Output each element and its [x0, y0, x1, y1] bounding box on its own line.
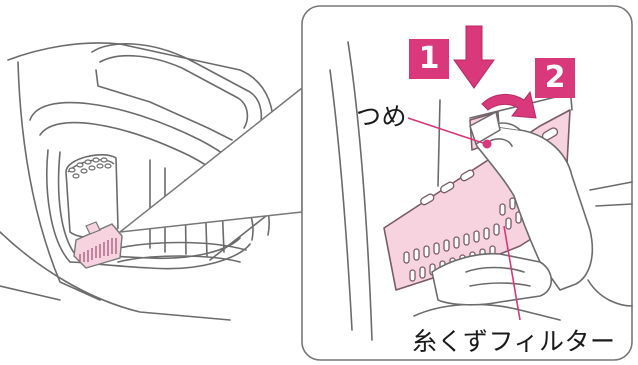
filter-small	[73, 221, 123, 269]
step-2-badge: 2	[535, 58, 575, 98]
lint-filter-label: 糸くずフィルター	[412, 327, 616, 356]
detergent-case	[65, 154, 119, 239]
hands	[431, 122, 594, 306]
curved-arrow-icon	[481, 90, 537, 119]
claw-marker	[482, 139, 492, 149]
callout-wedge	[119, 87, 303, 233]
leader-lines	[407, 117, 521, 321]
claw-tab	[469, 110, 501, 146]
down-arrow-icon	[453, 25, 495, 89]
claw-label: つめ	[356, 102, 408, 131]
step-1-badge: 1	[409, 39, 449, 79]
